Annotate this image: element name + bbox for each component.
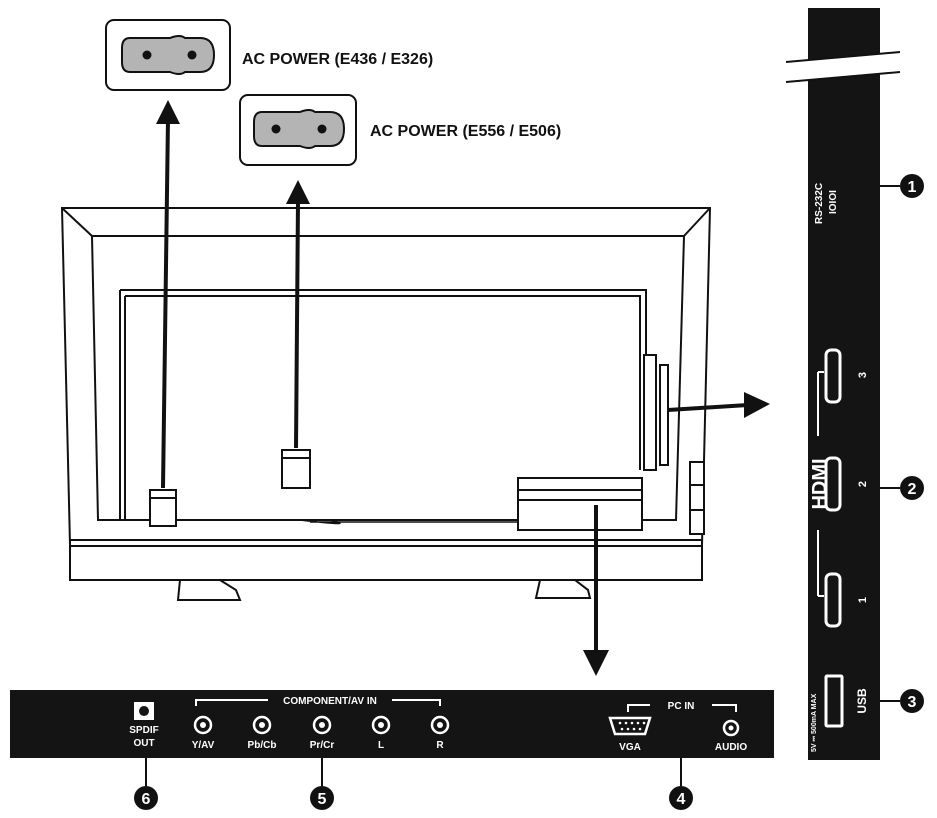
bottom-callouts: 4 5 6 <box>134 758 693 810</box>
component-av-header: COMPONENT/AV IN <box>283 696 377 707</box>
rs232-label: RS-232C <box>814 183 825 224</box>
side-connector-panel: RS-232C IOIOI 3 2 1 HDMI 5V ⎓ 500mA MAX … <box>785 8 901 760</box>
port-y-av-label: Y/AV <box>192 740 215 751</box>
callout-6: 6 <box>142 791 151 808</box>
callout-3-icon <box>900 689 924 713</box>
port-pb-cb: Pb/Cb <box>248 715 277 751</box>
callout-5-icon <box>310 786 334 810</box>
port-y-av: Y/AV <box>192 715 215 751</box>
bottom-connector-panel: SPDIF OUT COMPONENT/AV IN Y/AV Pb/Cb Pr/… <box>10 690 774 758</box>
vga-port: VGA <box>608 716 652 753</box>
rs232-sublabel: IOIOI <box>828 190 839 214</box>
port-audio-r-label: R <box>436 740 444 751</box>
ac-socket-second-icon <box>253 109 346 149</box>
ac-power-label-second: AC POWER (E556 / E506) <box>370 123 561 140</box>
hdmi-port-2-label: 2 <box>857 481 869 487</box>
spdif-port: SPDIF OUT <box>129 702 159 749</box>
port-audio-l: L <box>371 715 391 751</box>
usb-label: USB <box>855 688 869 714</box>
callout-5: 5 <box>318 791 327 808</box>
hdmi-port-2: 2 <box>824 456 869 512</box>
port-pr-cr-label: Pr/Cr <box>310 740 335 751</box>
spdif-label-line2: OUT <box>133 738 154 749</box>
hdmi-port-3-label: 3 <box>857 372 869 378</box>
usb-rating: 5V ⎓ 500mA MAX <box>811 693 818 752</box>
side-panel-arrow <box>667 392 770 418</box>
spdif-label-line1: SPDIF <box>129 725 158 736</box>
callout-1: 1 <box>908 179 917 196</box>
tv-back-view <box>60 207 712 601</box>
port-pb-cb-label: Pb/Cb <box>248 740 277 751</box>
callout-2: 2 <box>908 481 917 498</box>
pc-in-header: PC IN <box>668 701 695 712</box>
ac-socket-top-icon <box>121 35 216 75</box>
callout-2-icon <box>900 476 924 500</box>
hdmi-label: HDMI <box>809 458 831 509</box>
callout-4: 4 <box>677 791 686 808</box>
power-arrows <box>156 100 310 489</box>
callout-4-icon <box>669 786 693 810</box>
bottom-panel-arrow <box>583 505 609 676</box>
port-audio-r: R <box>430 715 450 751</box>
callout-3: 3 <box>908 694 917 711</box>
hdmi-port-3: 3 <box>824 348 869 404</box>
vga-label: VGA <box>619 742 641 753</box>
pc-audio-port: AUDIO <box>715 719 747 753</box>
callout-1-icon <box>900 174 924 198</box>
side-callouts: 1 2 3 <box>880 174 924 713</box>
hdmi-port-1-label: 1 <box>857 597 869 603</box>
ac-power-label-top: AC POWER (E436 / E326) <box>242 51 433 68</box>
port-pr-cr: Pr/Cr <box>310 715 335 751</box>
pc-audio-label: AUDIO <box>715 742 747 753</box>
hdmi-port-1: 1 <box>824 572 869 628</box>
ac-power-outlet-second <box>239 94 357 166</box>
port-audio-l-label: L <box>378 740 384 751</box>
callout-6-icon <box>134 786 158 810</box>
usb-port: 5V ⎓ 500mA MAX USB <box>811 674 869 752</box>
ac-power-outlet-top <box>105 19 231 91</box>
